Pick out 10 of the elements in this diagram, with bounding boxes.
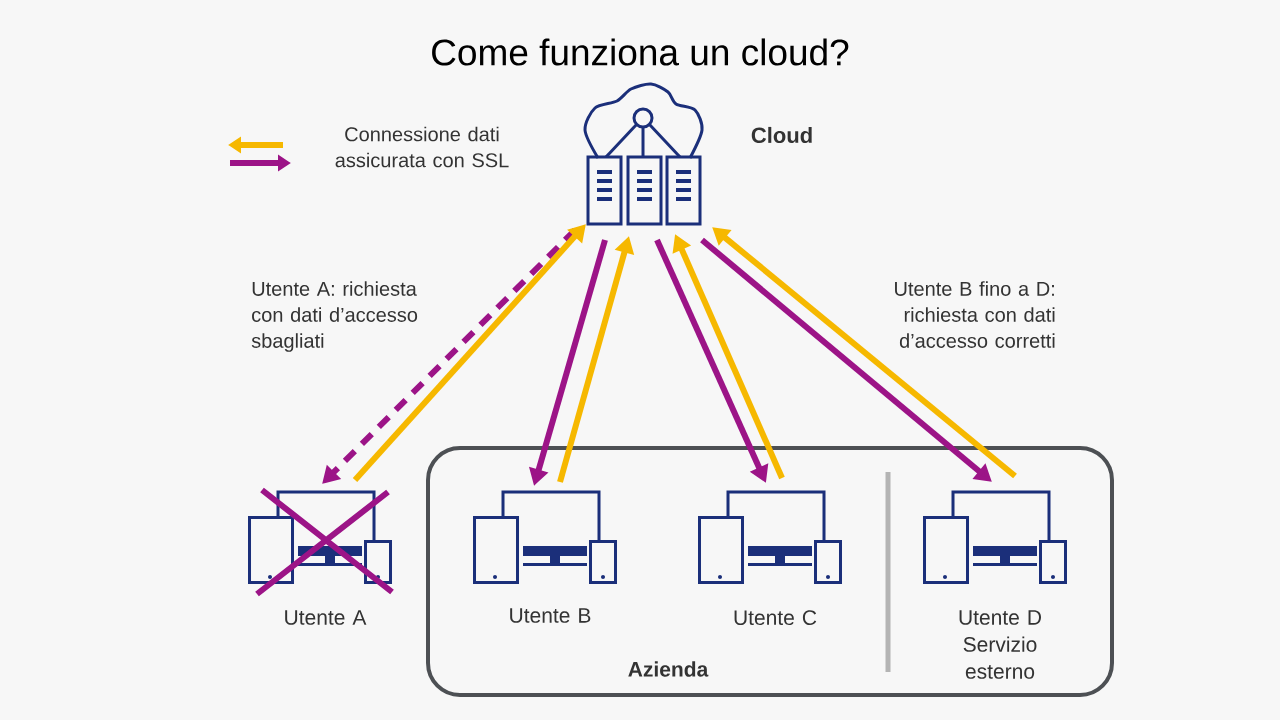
- title: Come funziona un cloud?: [432, 38, 849, 66]
- device-label: Utente D Servizio esterno: [959, 610, 1041, 679]
- group-label: Azienda: [628, 661, 709, 677]
- annotation-text: Utente B fino a D: richiesta con dati d’accesso corretti: [895, 281, 1055, 348]
- device-label: Utente A: [285, 610, 367, 625]
- device-label: Utente B: [510, 608, 591, 623]
- node-label: Cloud: [751, 126, 812, 144]
- device-label: Utente C: [734, 610, 817, 626]
- legend-text: Connessione dati assicurata con SSL: [335, 126, 509, 168]
- annotation-text: Utente A: richiesta con dati d’accesso sbagliati: [251, 281, 418, 352]
